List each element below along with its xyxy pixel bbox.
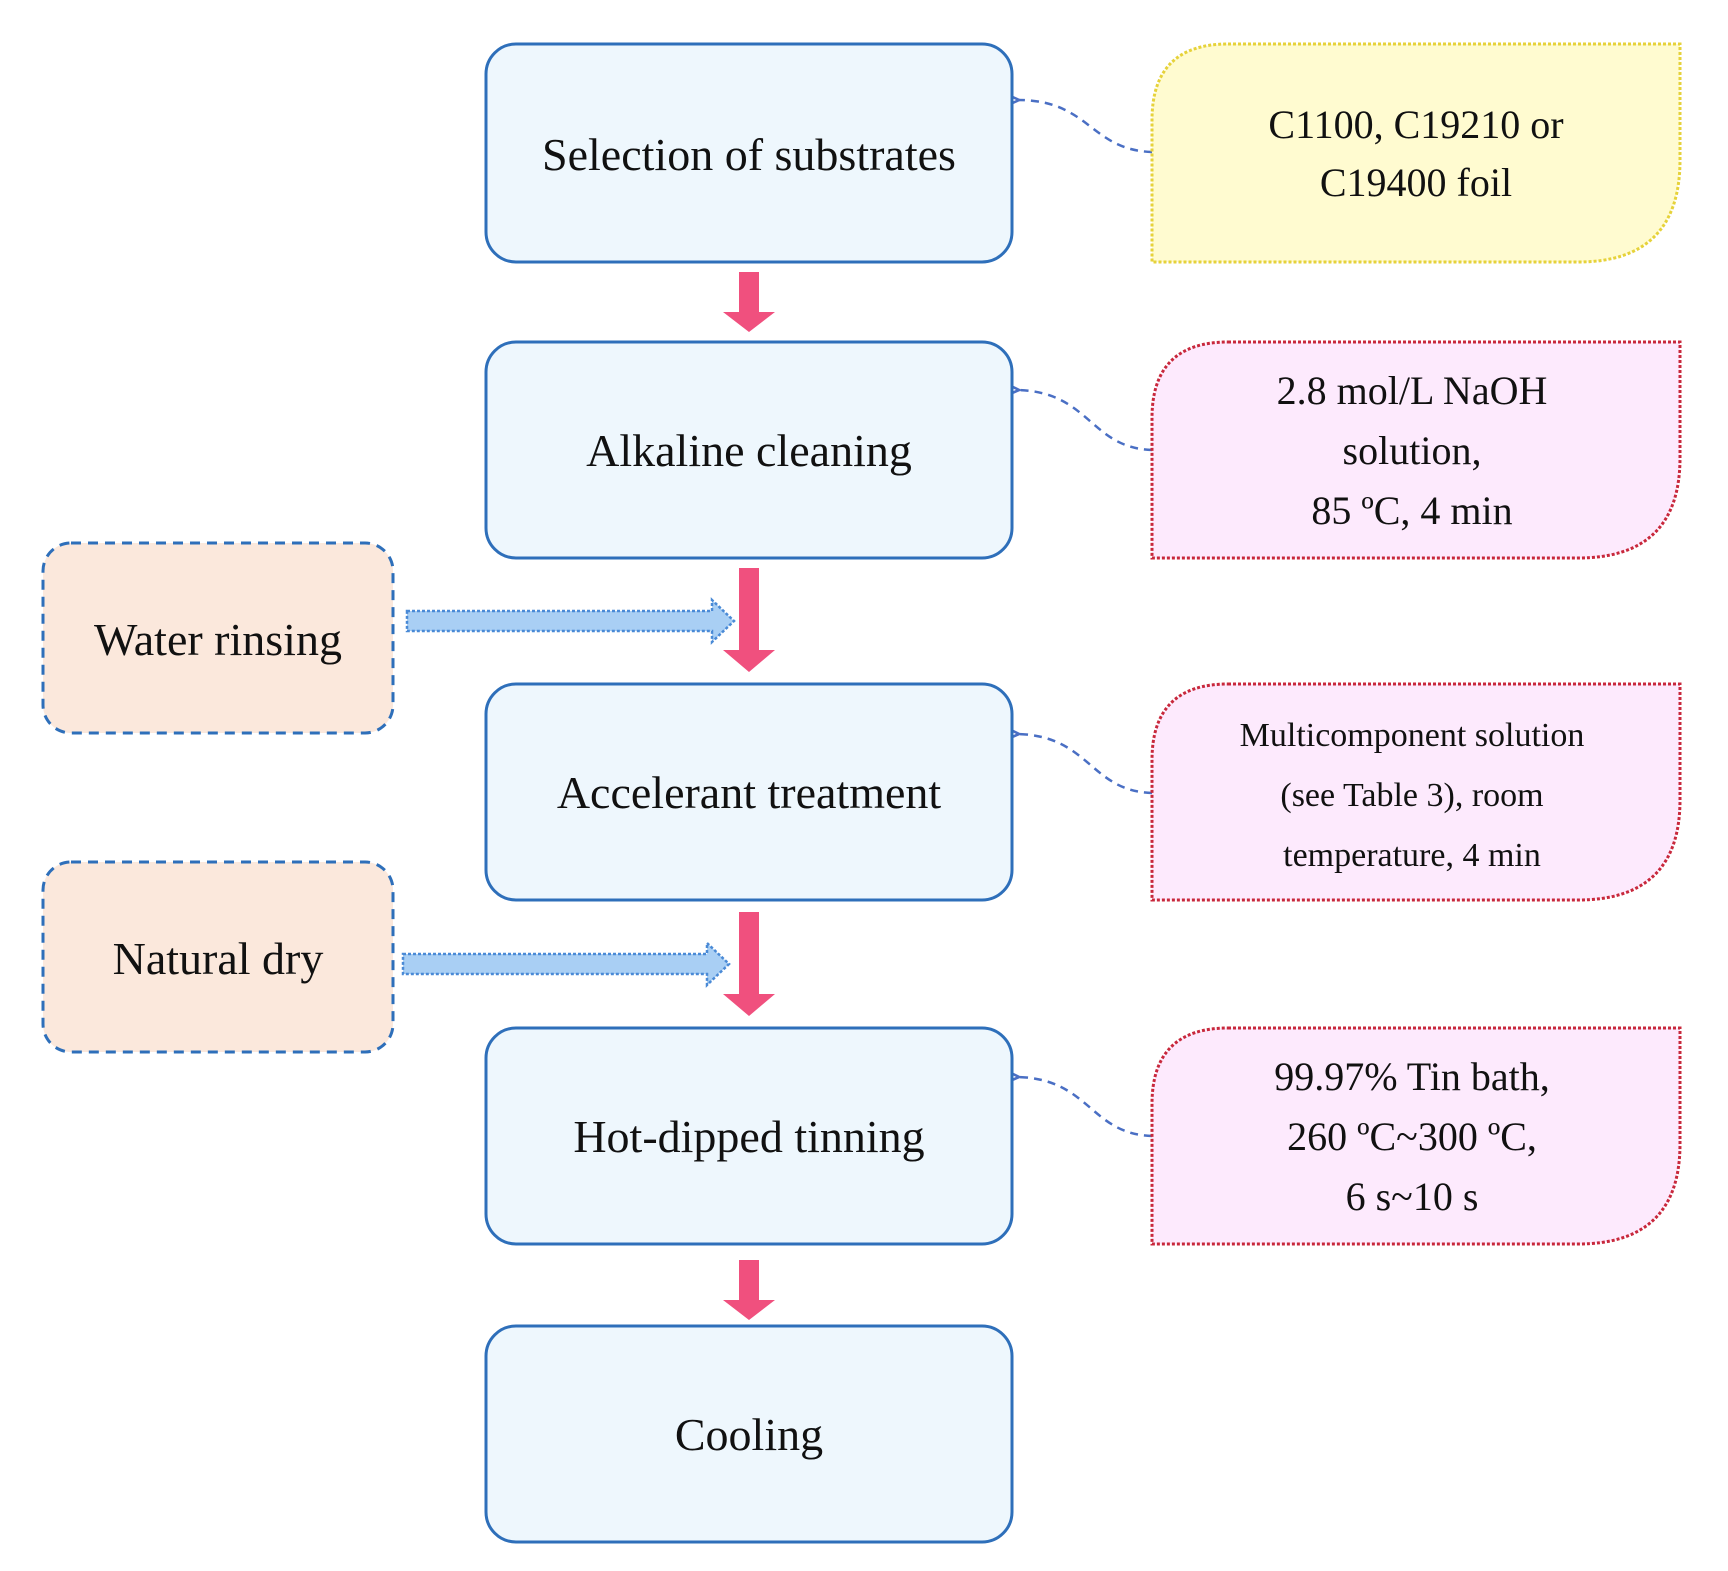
note-box bbox=[1150, 340, 1682, 560]
flow-arrow-4 bbox=[723, 1260, 775, 1320]
note-line: 6 s~10 s bbox=[1346, 1174, 1479, 1219]
flow-arrow-1 bbox=[723, 272, 775, 332]
step-box bbox=[484, 682, 1014, 902]
step-label: Selection of substrates bbox=[542, 129, 956, 180]
note-accelerant-conditions: Multicomponent solution (see Table 3), r… bbox=[1150, 682, 1682, 902]
note-line: C1100, C19210 or bbox=[1268, 102, 1563, 147]
side-step-label: Natural dry bbox=[113, 933, 324, 984]
step-box bbox=[484, 42, 1014, 264]
side-arrow-water-rinsing bbox=[405, 597, 736, 645]
step-hot-dipped-tinning: Hot-dipped tinning bbox=[484, 1026, 1014, 1246]
flow-arrow-2 bbox=[723, 568, 775, 672]
connector-1 bbox=[1018, 100, 1153, 154]
note-box bbox=[1150, 1026, 1682, 1246]
note-line: 85 ºC, 4 min bbox=[1311, 488, 1512, 533]
step-label: Accelerant treatment bbox=[557, 767, 942, 818]
note-substrate-materials: C1100, C19210 or C19400 foil bbox=[1150, 42, 1682, 264]
note-tinning-conditions: 99.97% Tin bath, 260 ºC~300 ºC, 6 s~10 s bbox=[1150, 1026, 1682, 1246]
step-selection-of-substrates: Selection of substrates bbox=[484, 42, 1014, 264]
side-step-box bbox=[41, 860, 395, 1054]
step-label: Cooling bbox=[675, 1409, 823, 1460]
note-line: Multicomponent solution bbox=[1240, 717, 1585, 754]
note-box bbox=[1150, 682, 1682, 902]
note-alkaline-conditions: 2.8 mol/L NaOH solution, 85 ºC, 4 min bbox=[1150, 340, 1682, 560]
side-step-water-rinsing: Water rinsing bbox=[41, 541, 395, 735]
flow-arrow-3 bbox=[723, 912, 775, 1016]
connector-3 bbox=[1018, 734, 1153, 795]
note-line: (see Table 3), room bbox=[1280, 777, 1543, 814]
main-flow-arrows bbox=[723, 272, 775, 1320]
note-line: 260 ºC~300 ºC, bbox=[1287, 1114, 1537, 1159]
connector-2 bbox=[1018, 390, 1153, 452]
step-label: Hot-dipped tinning bbox=[573, 1111, 924, 1162]
step-alkaline-cleaning: Alkaline cleaning bbox=[484, 340, 1014, 560]
note-line: 2.8 mol/L NaOH bbox=[1277, 368, 1548, 413]
side-step-label: Water rinsing bbox=[94, 614, 342, 665]
note-line: C19400 foil bbox=[1320, 160, 1512, 205]
step-box bbox=[484, 340, 1014, 560]
note-box bbox=[1150, 42, 1682, 264]
note-line: 99.97% Tin bath, bbox=[1274, 1054, 1550, 1099]
step-accelerant-treatment: Accelerant treatment bbox=[484, 682, 1014, 902]
connector-4 bbox=[1018, 1077, 1153, 1138]
side-arrow-natural-dry bbox=[401, 940, 731, 988]
side-arrows bbox=[401, 597, 736, 988]
step-box bbox=[484, 1324, 1014, 1544]
side-step-natural-dry: Natural dry bbox=[41, 860, 395, 1054]
note-connectors bbox=[1018, 100, 1153, 1138]
step-label: Alkaline cleaning bbox=[586, 425, 912, 476]
step-cooling: Cooling bbox=[484, 1324, 1014, 1544]
note-line: solution, bbox=[1343, 428, 1482, 473]
step-box bbox=[484, 1026, 1014, 1246]
note-line: temperature, 4 min bbox=[1283, 837, 1541, 874]
side-step-box bbox=[41, 541, 395, 735]
